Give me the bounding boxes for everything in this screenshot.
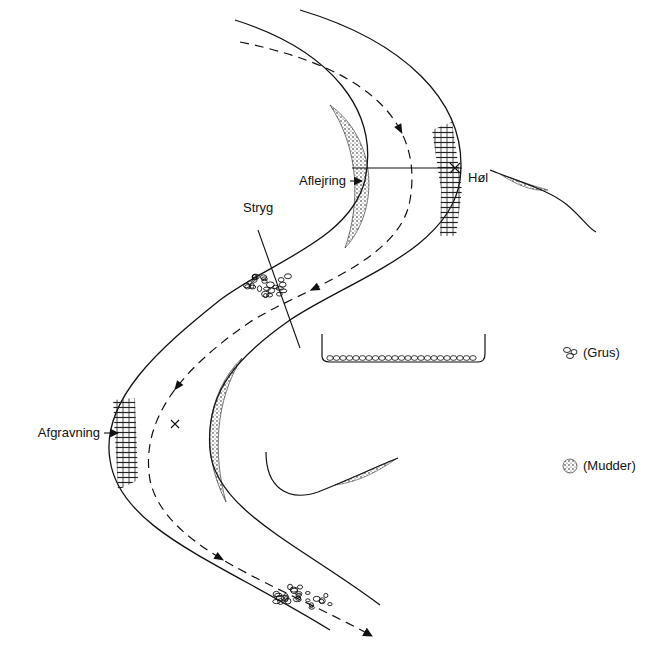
- cross-section-riffle: [322, 334, 485, 362]
- gravel-stone: [252, 274, 256, 280]
- cross-mark: [171, 420, 179, 428]
- section-gravel: [327, 356, 476, 361]
- gravel-stone: [278, 278, 284, 282]
- gravel-stone: [291, 588, 298, 593]
- river-bank: [109, 20, 368, 630]
- legend-text: (Mudder): [583, 459, 636, 473]
- gravel-stone: [359, 356, 365, 361]
- gravel-stone: [366, 356, 372, 361]
- gravel-stone: [424, 356, 430, 361]
- leader-line: [104, 432, 118, 433]
- cross-section-pool: [490, 170, 596, 232]
- gravel-stone: [398, 356, 404, 361]
- flow-arrowhead: [308, 283, 321, 295]
- legend-text: (Grus): [583, 346, 620, 360]
- gravel-stone: [463, 356, 469, 361]
- gravel-stone: [328, 603, 332, 606]
- cross-mark: [450, 163, 460, 173]
- gravel-stone: [457, 356, 463, 361]
- label-text: Stryg: [243, 201, 273, 215]
- gravel-stone: [450, 356, 456, 361]
- gravel-stone: [268, 288, 275, 293]
- pool-hatching: [432, 122, 462, 236]
- legend-mud-symbol: [563, 459, 577, 473]
- mud-deposit: [210, 358, 242, 502]
- gravel-stone: [281, 595, 289, 600]
- gravel-stone: [295, 592, 302, 596]
- gravel-stone: [257, 286, 261, 292]
- gravel-stone: [319, 598, 325, 604]
- gravel-bed: [243, 274, 332, 609]
- gravel-stone: [279, 282, 286, 287]
- gravel-stone: [243, 283, 249, 287]
- section-mud: [500, 174, 548, 190]
- gravel-stone: [385, 356, 391, 361]
- gravel-stone: [262, 279, 267, 283]
- gravel-stone: [411, 356, 417, 361]
- gravel-stone: [263, 287, 270, 290]
- flow-arrows: [171, 123, 406, 564]
- gravel-stone: [405, 356, 411, 361]
- gravel-stone: [418, 356, 424, 361]
- gravel-stone: [437, 356, 443, 361]
- gravel-stone: [431, 356, 437, 361]
- leader-line: [350, 180, 362, 181]
- gravel-stone: [353, 356, 359, 361]
- gravel-stone: [273, 591, 280, 596]
- gravel-stone: [298, 585, 303, 589]
- section-line: [258, 230, 300, 348]
- label-text: Afgravning: [38, 426, 100, 440]
- gravel-stone: [324, 593, 328, 597]
- river-bank: [210, 10, 461, 605]
- gravel-stone: [379, 356, 385, 361]
- flow-arrowhead: [171, 380, 183, 393]
- gravel-stone: [327, 356, 333, 361]
- gravel-stone: [284, 274, 291, 279]
- section-line: [352, 167, 462, 168]
- gravel-stone: [306, 599, 310, 602]
- legend-gravel-symbol: [564, 348, 578, 359]
- gravel-stone: [444, 356, 450, 361]
- erosion-hatching: [113, 398, 138, 490]
- label-text: Høl: [468, 171, 488, 185]
- gravel-stone: [470, 356, 476, 361]
- section-mud: [335, 459, 396, 485]
- gravel-stone: [309, 606, 314, 609]
- gravel-stone: [346, 356, 352, 361]
- cross-section-bend: [266, 452, 398, 495]
- label-text: Aflejring: [299, 174, 346, 188]
- flow-arrowhead: [394, 123, 406, 136]
- gravel-stone: [340, 356, 346, 361]
- gravel-stone: [392, 356, 398, 361]
- gravel-stone: [264, 294, 268, 298]
- gravel-stone: [333, 356, 339, 361]
- gravel-stone: [305, 591, 310, 594]
- flow-line: [148, 42, 411, 636]
- gravel-stone: [284, 594, 288, 600]
- gravel-stone: [260, 275, 266, 279]
- gravel-stone: [372, 356, 378, 361]
- flow-arrowhead: [213, 552, 226, 564]
